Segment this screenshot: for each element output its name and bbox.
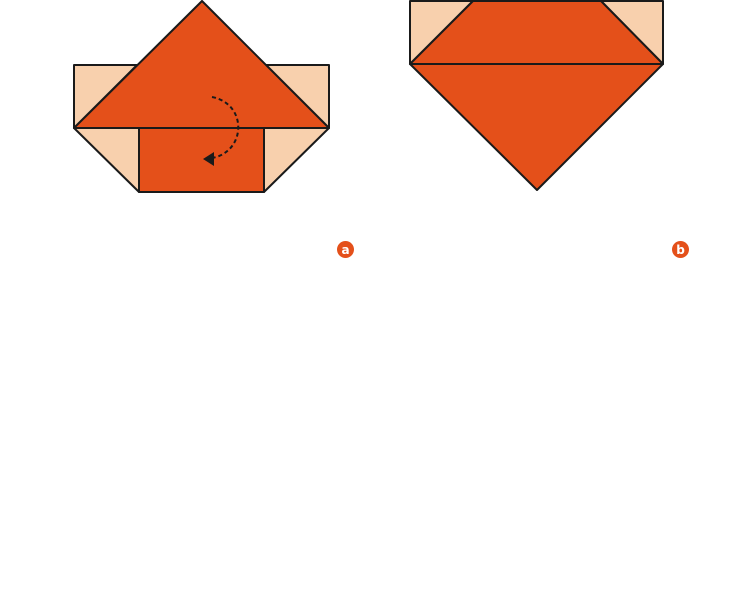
step-a-bottom-left-flap xyxy=(73,127,140,193)
step-b-figure xyxy=(409,0,664,191)
step-b-bottom-triangle xyxy=(409,63,664,191)
step-a-figure xyxy=(73,0,330,193)
step-a-bottom-square xyxy=(138,127,265,193)
fold-over-arrow-icon xyxy=(203,96,240,166)
step-b-badge: b xyxy=(672,241,689,258)
step-a-bottom-right-flap xyxy=(263,127,330,193)
step-a-badge: a xyxy=(337,241,354,258)
